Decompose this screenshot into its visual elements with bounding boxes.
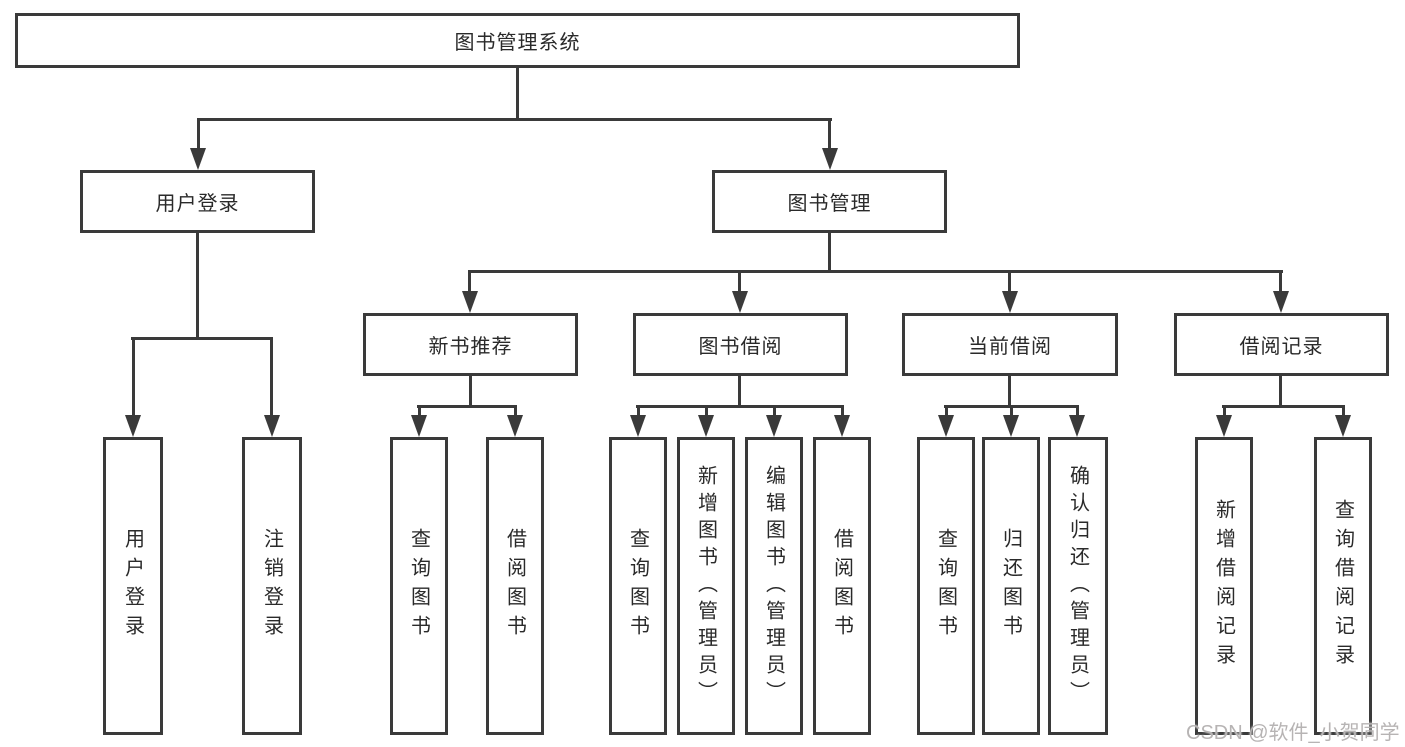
connector-segment [270,337,273,417]
connector-segment [418,405,421,417]
connector-segment [1222,405,1345,408]
module-node-current-borrow: 当前借阅 [902,313,1118,376]
connector-arrowhead [732,291,748,313]
branch-node-book-management: 图书管理 [712,170,947,233]
module-node-label: 新书推荐 [428,336,513,358]
module-node-new-book-recommend: 新书推荐 [363,313,578,376]
connector-segment [841,405,844,417]
connector-segment [1008,376,1011,408]
leaf-node-label: 用户登录 [121,528,144,644]
connector-segment [1008,270,1011,293]
leaf-node-label: 注销登录 [260,528,283,644]
connector-segment [197,118,832,121]
leaf-node-label: 查询图书 [407,528,430,644]
root-node-book-management-system: 图书管理系统 [15,13,1020,68]
leaf-node-label: 借阅图书 [830,528,853,644]
connector-arrowhead [190,148,206,170]
root-node-label: 图书管理系统 [454,32,581,54]
leaf-node-label: 编辑图书（管理员） [762,464,785,708]
connector-segment [514,405,517,417]
leaf-node-label: 查询借阅记录 [1331,499,1354,673]
leaf-node-logout: 注销登录 [242,437,302,735]
connector-segment [828,233,831,270]
connector-arrowhead [822,148,838,170]
leaf-node-query-borrow-record: 查询借阅记录 [1314,437,1372,735]
connector-arrowhead [1069,415,1085,437]
module-node-borrow-records: 借阅记录 [1174,313,1389,376]
connector-arrowhead [1002,291,1018,313]
connector-arrowhead [462,291,478,313]
leaf-node-label: 查询图书 [934,528,957,644]
connector-segment [1076,405,1079,417]
leaf-node-borrow-books-recommend: 借阅图书 [486,437,544,735]
connector-segment [705,405,708,417]
connector-segment [469,376,472,408]
connector-arrowhead [1003,415,1019,437]
connector-segment [945,405,948,417]
connector-segment [131,337,273,340]
module-node-label: 图书借阅 [698,336,783,358]
connector-arrowhead [1216,415,1232,437]
connector-segment [637,405,640,417]
leaf-node-label: 借阅图书 [503,528,526,644]
leaf-node-return-books: 归还图书 [982,437,1040,735]
connector-segment [1342,405,1345,417]
connector-arrowhead [1273,291,1289,313]
leaf-node-query-books-borrow: 查询图书 [609,437,667,735]
connector-arrowhead [630,415,646,437]
connector-segment [738,270,741,293]
connector-segment [636,405,844,408]
connector-segment [196,233,199,337]
leaf-node-confirm-return-admin: 确认归还（管理员） [1048,437,1108,735]
leaf-node-add-borrow-record: 新增借阅记录 [1195,437,1253,735]
connector-segment [773,405,776,417]
connector-arrowhead [411,415,427,437]
module-node-label: 当前借阅 [968,336,1052,358]
branch-node-label: 用户登录 [155,193,240,215]
module-node-book-borrow: 图书借阅 [633,313,848,376]
connector-arrowhead [507,415,523,437]
branch-node-label: 图书管理 [787,193,872,215]
connector-segment [1223,405,1226,417]
csdn-watermark: CSDN @软件_小贺同学 [1186,722,1400,744]
branch-node-user-login: 用户登录 [80,170,315,233]
connector-segment [132,337,135,417]
leaf-node-label: 新增图书（管理员） [694,464,717,708]
leaf-node-query-books-current: 查询图书 [917,437,975,735]
leaf-node-add-books-admin: 新增图书（管理员） [677,437,735,735]
connector-segment [738,376,741,408]
leaf-node-query-books-recommend: 查询图书 [390,437,448,735]
connector-segment [516,68,519,118]
connector-arrowhead [938,415,954,437]
connector-arrowhead [834,415,850,437]
connector-arrowhead [125,415,141,437]
connector-segment [1279,270,1282,293]
connector-segment [197,118,200,150]
connector-segment [469,270,1283,273]
leaf-node-label: 确认归还（管理员） [1066,464,1089,708]
connector-segment [1010,405,1013,417]
connector-segment [417,405,516,408]
connector-arrowhead [766,415,782,437]
connector-arrowhead [264,415,280,437]
module-node-label: 借阅记录 [1239,336,1324,358]
connector-segment [1279,376,1282,408]
leaf-node-label: 归还图书 [999,528,1022,644]
leaf-node-user-login: 用户登录 [103,437,163,735]
leaf-node-edit-books-admin: 编辑图书（管理员） [745,437,803,735]
connector-arrowhead [698,415,714,437]
leaf-node-label: 新增借阅记录 [1212,499,1235,673]
connector-segment [468,270,471,293]
leaf-node-borrow-books: 借阅图书 [813,437,871,735]
leaf-node-label: 查询图书 [626,528,649,644]
connector-arrowhead [1335,415,1351,437]
connector-segment [828,118,831,150]
